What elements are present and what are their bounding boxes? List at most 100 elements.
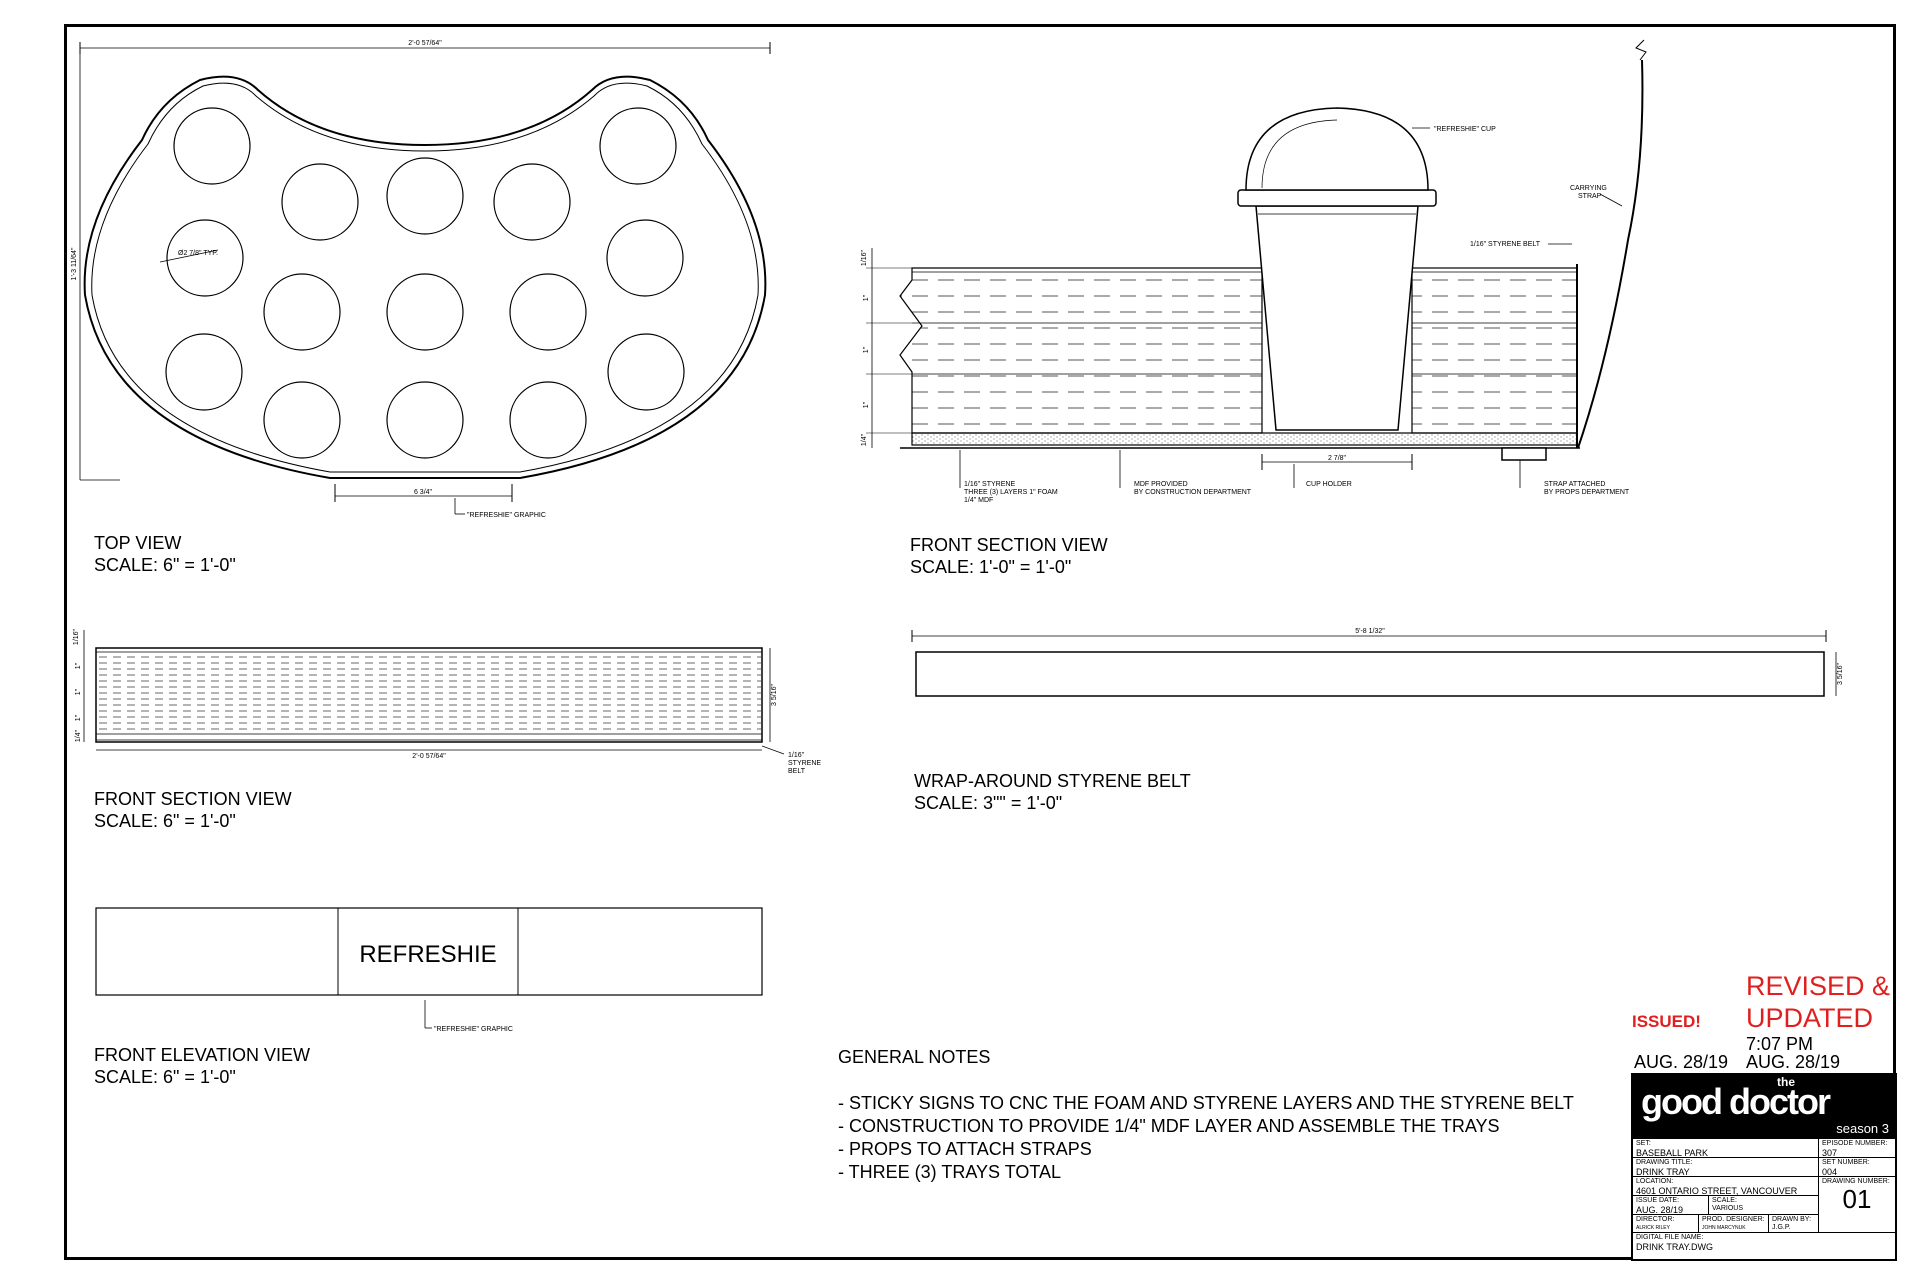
location-label: LOCATION: [1636,1178,1674,1185]
drawing-title-value: DRINK TRAY [1636,1167,1690,1177]
revised-date: AUG. 28/19 [1746,1052,1841,1072]
foam-block-left [899,267,1263,434]
issued-date: AUG. 28/19 [1634,1052,1729,1072]
drawing-number-cell: DRAWING NUMBER: 01 [1819,1177,1895,1233]
issue-date-label: ISSUE DATE: [1636,1197,1680,1204]
layers-a: 1/16" STYRENE [964,481,1015,488]
set-value: BASEBALL PARK [1636,1148,1709,1158]
episode-label: EPISODE NUMBER: [1822,1140,1888,1147]
drawn-by-label: DRAWN BY: [1772,1216,1812,1223]
note-item: - THREE (3) TRAYS TOTAL [838,1162,1062,1182]
refreshie-cup [1255,205,1419,431]
issue-date-cell: ISSUE DATE: AUG. 28/19 [1633,1196,1709,1215]
top-view-title: TOP VIEW SCALE: 6" = 1'-0" [94,532,236,576]
episode-cell: EPISODE NUMBER: 307 [1819,1139,1895,1158]
big-dim-1a: 1" [863,294,870,301]
cup-label: "REFRESHIE" CUP [1434,126,1496,133]
set-cell: SET: BASEBALL PARK [1633,1139,1819,1158]
sec-dim-1a: 1" [75,662,82,669]
show-logo: the good doctor season 3 [1633,1075,1895,1139]
logo-main-text: good doctor [1641,1081,1831,1122]
drawn-by-cell: DRAWN BY: J.G.P. [1769,1215,1819,1233]
front-section-large: 1/16" 1" 1" 1" 1/4" "REFRESHIE" CUP CARR… [861,39,1647,504]
front-section-small-scale: SCALE: 6" = 1'-0" [94,811,236,831]
drawing-title-cell: DRAWING TITLE: DRINK TRAY [1633,1158,1819,1177]
top-view-label: TOP VIEW [94,533,182,553]
logo-small-text: the [1777,1075,1795,1089]
note-item: - PROPS TO ATTACH STRAPS [838,1139,1092,1159]
sec-belt-c: BELT [788,768,806,775]
front-section-large-label: FRONT SECTION VIEW [910,535,1108,555]
front-section-large-title: FRONT SECTION VIEW SCALE: 1'-0" = 1'-0" [910,534,1108,578]
mdf-b: BY CONSTRUCTION DEPARTMENT [1134,489,1252,496]
styrene-belt-title: WRAP-AROUND STYRENE BELT SCALE: 3"" = 1'… [914,770,1191,814]
top-view-scale: SCALE: 6" = 1'-0" [94,555,236,575]
carrying-strap [1577,59,1644,449]
graphic-label-elev: "REFRESHIE" GRAPHIC [434,1026,513,1033]
styrene-belt: 5'-8 1/32" 3 5/16" [911,628,1844,697]
strap-label-b: STRAP [1578,193,1602,200]
front-elevation-label: FRONT ELEVATION VIEW [94,1045,311,1065]
tray-outline [83,75,767,479]
drawing-sheet-border [64,24,1896,1260]
big-dim-1c: 1" [863,401,870,408]
director-value: ALRICK RILEY [1636,1225,1670,1231]
section-width-dim: 2'-0 57/64" [412,753,446,760]
scale-label: SCALE: [1712,1197,1737,1204]
location-value: 4601 ONTARIO STREET, VANCOUVER [1636,1186,1798,1196]
set-label: SET: [1636,1140,1651,1147]
layers-c: 1/4" MDF [964,497,993,504]
big-dim-t1: 1/16" [861,249,868,266]
cup-holder-label: CUP HOLDER [1306,481,1352,488]
episode-value: 307 [1822,1148,1838,1158]
note-item: - CONSTRUCTION TO PROVIDE 1/4" MDF LAYER… [838,1116,1500,1136]
mdf-a: MDF PROVIDED [1134,481,1188,488]
drawing-number-label: DRAWING NUMBER: [1822,1178,1890,1185]
issue-date-value: AUG. 28/19 [1636,1205,1684,1215]
drawing-title-label: DRAWING TITLE: [1636,1159,1693,1166]
set-number-cell: SET NUMBER: 004 [1819,1158,1895,1177]
sec-belt-b: STYRENE [788,760,821,767]
layers-b: THREE (3) LAYERS 1" FOAM [964,489,1058,496]
graphic-width-dim: 6 3/4" [414,489,433,496]
director-label: DIRECTOR: [1636,1216,1675,1223]
top-view: 2'-0 57/64" 1'-3 11/64" Ø2 7/8" TYP. [71,40,771,519]
elevation-graphic-text: REFRESHIE [359,941,496,968]
location-cell: LOCATION: 4601 ONTARIO STREET, VANCOUVER [1633,1177,1819,1196]
director-cell: DIRECTOR: ALRICK RILEY [1633,1215,1699,1233]
revised-line-1: REVISED & [1746,971,1891,1001]
general-notes: GENERAL NOTES - STICKY SIGNS TO CNC THE … [838,1046,1574,1184]
front-elevation-title: FRONT ELEVATION VIEW SCALE: 6" = 1'-0" [94,1044,310,1088]
set-number-value: 004 [1822,1167,1838,1177]
title-block: the good doctor season 3 SET: BASEBALL P… [1631,1073,1897,1261]
front-section-small: 2'-0 57/64" 3 5/16" 1/16" 1" 1" 1" 1/4" … [73,628,821,775]
prod-designer-label: PROD. DESIGNER: [1702,1216,1765,1223]
sec-dim-1b: 1" [75,688,82,695]
big-dim-1b: 1" [863,346,870,353]
cup-holes [165,107,685,459]
scale-value: VARIOUS [1712,1205,1743,1212]
prod-designer-cell: PROD. DESIGNER: JOHN MARCYNUK [1699,1215,1769,1233]
drawn-by-value: J.G.P. [1772,1224,1791,1231]
section-height-dim: 3 5/16" [771,684,778,706]
revision-time: 7:07 PM [1746,1034,1814,1054]
styrene-belt-label: WRAP-AROUND STYRENE BELT [914,771,1191,791]
top-width-dim: 2'-0 57/64" [408,40,442,47]
set-number-label: SET NUMBER: [1822,1159,1870,1166]
big-dim-q: 1/4" [861,433,868,446]
strap-label-a: CARRYING [1570,185,1607,192]
file-name-cell: DIGITAL FILE NAME: DRINK TRAY.DWG [1633,1233,1895,1259]
note-item: - STICKY SIGNS TO CNC THE FOAM AND STYRE… [838,1093,1574,1113]
scale-cell: SCALE: VARIOUS [1709,1196,1819,1215]
general-notes-heading: GENERAL NOTES [838,1047,991,1067]
belt-height-dim: 3 5/16" [1837,663,1844,685]
styrene-belt-scale: SCALE: 3"" = 1'-0" [914,793,1063,813]
sec-dim-t1: 1/16" [73,628,80,645]
front-section-small-title: FRONT SECTION VIEW SCALE: 6" = 1'-0" [94,788,292,832]
hole-diameter-label: Ø2 7/8" TYP. [178,250,218,257]
logo-season-text: season 3 [1836,1121,1889,1136]
revised-updated-stamp: REVISED & UPDATED [1746,970,1890,1034]
strap-att-b: BY PROPS DEPARTMENT [1544,489,1630,496]
issued-stamp: ISSUED! [1632,1012,1701,1031]
